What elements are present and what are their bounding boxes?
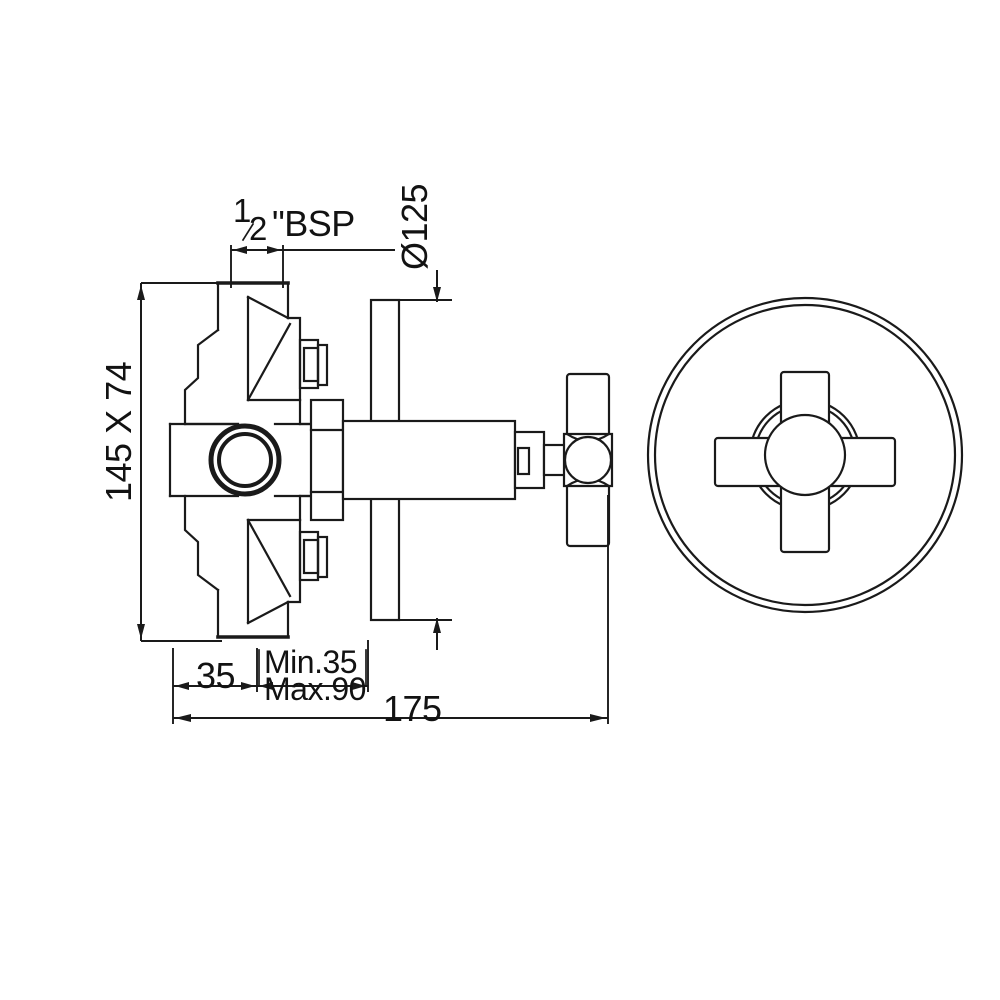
barrel-body <box>341 419 517 501</box>
dim-175-text: 175 <box>383 688 442 729</box>
inlet-port-upper <box>298 338 329 390</box>
port-upper-inner <box>302 346 320 383</box>
body-inner-lower-diagonal <box>246 518 292 598</box>
dim-body-size-arrow-bottom <box>137 624 145 639</box>
side-section-view <box>168 281 614 639</box>
body-inner-upper-chamfer <box>246 295 290 320</box>
dim-bsp-arrow-right <box>267 246 281 254</box>
inlet-port-lower <box>298 530 329 582</box>
dim-dia-arrow-top <box>433 287 441 302</box>
front-rosette-view <box>646 296 964 614</box>
port-upper-washer <box>316 343 329 387</box>
text-labels: 1 2 "BSP 145 X 74 Ø125 35 Min.35 Max.90 … <box>98 184 442 729</box>
dim-minmax-arrow-right <box>352 682 366 690</box>
cartridge-seal-rings <box>208 423 282 497</box>
bsp-denominator-text: 2 <box>249 210 267 247</box>
rosette-outer-circle <box>646 296 964 614</box>
bsp-fraction-slash <box>241 222 255 242</box>
seal-ring-inner <box>217 432 273 488</box>
bsp-suffix-text: "BSP <box>272 203 355 244</box>
port-lower-inner <box>302 538 320 575</box>
cross-handle-center-hub <box>763 413 847 497</box>
body-inner-lower-chamfer <box>246 600 290 625</box>
bonnet-sleeve-stack <box>309 398 345 522</box>
dim-175-arrow-right <box>590 714 606 722</box>
body-upper-right-shoulder <box>286 316 302 402</box>
dim-35-text: 35 <box>196 655 235 696</box>
dim-min-text: Min.35 <box>264 644 357 680</box>
handle-hub-circle <box>563 435 613 485</box>
body-lower-right-shoulder <box>286 518 302 604</box>
seal-ring-outer <box>208 423 282 497</box>
body-upper-left-steps <box>183 328 220 426</box>
bsp-numerator-text: 1 <box>233 192 251 229</box>
dim-horizontal-group <box>172 495 609 724</box>
dim-max-text: Max.90 <box>264 671 366 707</box>
rosette-inner-circle <box>653 303 957 607</box>
dim-minmax-arrow-left <box>259 682 273 690</box>
rosette-diameter-text: Ø125 <box>394 184 435 270</box>
port-lower-washer <box>316 535 329 579</box>
barrel-keyway <box>516 446 531 476</box>
bonnet-sleeve <box>309 398 345 522</box>
dim-rosette-diameter <box>400 270 452 650</box>
dimension-annotations <box>137 245 609 724</box>
label-bsp-thread: 1 2 "BSP <box>233 192 355 247</box>
body-inner-upper-diagonal <box>246 322 292 402</box>
dim-bsp-arrow-left <box>233 246 247 254</box>
dim-dia-arrow-bottom <box>433 618 441 633</box>
cross-handle-side <box>562 372 614 548</box>
body-size-text: 145 X 74 <box>98 362 139 502</box>
body-lower-left-steps <box>183 494 220 592</box>
dim-body-size-arrow-top <box>137 285 145 300</box>
dim-minmax-text-box <box>258 649 367 687</box>
dim-35-arrow-left <box>175 682 189 690</box>
dim-body-size <box>137 282 222 642</box>
dim-175-arrow-left <box>175 714 191 722</box>
dim-bsp-thread <box>230 245 395 288</box>
valve-body-profile <box>168 281 314 639</box>
dim-35-arrow-right <box>241 682 255 690</box>
extension-barrel <box>341 419 574 501</box>
